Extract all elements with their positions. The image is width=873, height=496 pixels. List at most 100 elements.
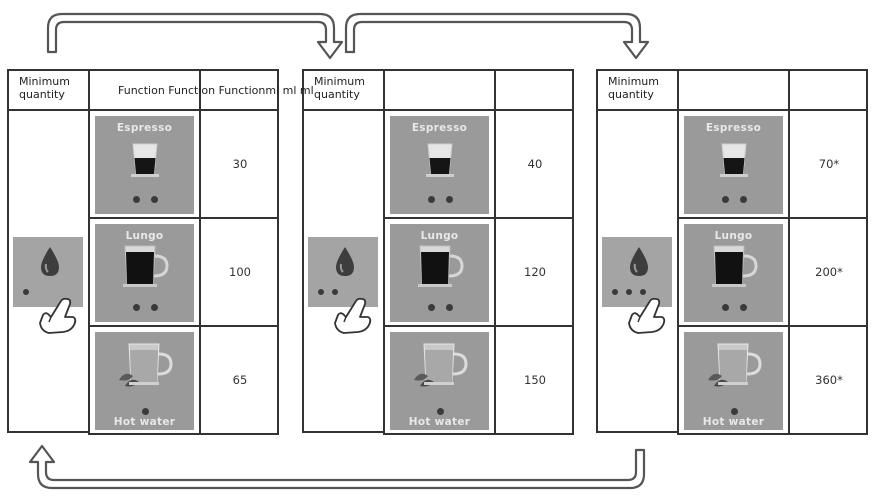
selector-button[interactable] xyxy=(13,237,83,307)
function-cell-hot-water: Hot water xyxy=(677,325,790,435)
espresso-button[interactable]: Espresso xyxy=(390,116,489,214)
quantity-cell-espresso: 40 xyxy=(494,109,574,219)
header-ml-cell xyxy=(494,69,574,111)
lungo-label: Lungo xyxy=(420,230,459,242)
quantity-value-hot-water: 360* xyxy=(815,373,843,387)
header-function-cell xyxy=(383,69,496,111)
min-qty-label-line2: quantity xyxy=(608,88,654,101)
lungo-button[interactable]: Lungo xyxy=(95,224,194,322)
quantity-value-espresso: 70* xyxy=(818,157,840,171)
quantity-cell-lungo: 100 xyxy=(199,217,279,327)
selector-cell xyxy=(596,109,679,433)
strength-dot xyxy=(132,196,140,203)
quantity-cell-hot-water: 65 xyxy=(199,325,279,435)
strength-dot xyxy=(132,304,140,311)
arrow-panel2-to-panel3 xyxy=(344,12,650,60)
min-qty-label-line1: Minimum xyxy=(608,75,659,88)
quantity-cell-espresso: 30 xyxy=(199,109,279,219)
finger-press-icon xyxy=(330,295,374,339)
arrow-panel3-to-panel1 xyxy=(28,444,646,490)
hot-water-button[interactable]: Hot water xyxy=(684,332,783,430)
lungo-label: Lungo xyxy=(714,230,753,242)
water-drop-icon xyxy=(41,247,59,276)
espresso-label: Espresso xyxy=(705,122,762,134)
strength-dot xyxy=(721,196,729,203)
quantity-dot xyxy=(23,289,29,295)
quantity-cell-espresso: 70* xyxy=(788,109,868,219)
water-drop-icon xyxy=(336,247,354,276)
espresso-button[interactable]: Espresso xyxy=(95,116,194,214)
quantity-cell-hot-water: 150 xyxy=(494,325,574,435)
strength-dot xyxy=(739,304,747,311)
function-cell-lungo: Lungo xyxy=(383,217,496,327)
lungo-label: Lungo xyxy=(125,230,164,242)
strength-dot xyxy=(721,304,729,311)
strength-dot xyxy=(445,304,453,311)
selector-button[interactable] xyxy=(602,237,672,307)
quantity-value-lungo: 120 xyxy=(524,265,546,279)
quantity-dot xyxy=(318,289,324,295)
finger-press-icon xyxy=(624,295,668,339)
function-cell-espresso: Espresso xyxy=(677,109,790,219)
header-function-cell xyxy=(677,69,790,111)
strength-dot xyxy=(739,196,747,203)
espresso-label: Espresso xyxy=(116,122,173,134)
quantity-value-hot-water: 65 xyxy=(232,373,248,387)
min-qty-label-line2: quantity xyxy=(19,88,65,101)
quantity-cell-lungo: 200* xyxy=(788,217,868,327)
min-qty-label-line2: quantity xyxy=(314,88,360,101)
hot-water-label: Hot water xyxy=(702,416,765,428)
espresso-cup-icon xyxy=(684,138,783,182)
header-ml-cell xyxy=(788,69,868,111)
lungo-cup-icon xyxy=(390,242,489,292)
quantity-cell-lungo: 120 xyxy=(494,217,574,327)
function-cell-espresso: Espresso xyxy=(383,109,496,219)
hot-water-cup-icon xyxy=(390,340,489,392)
quantity-value-espresso: 40 xyxy=(527,157,543,171)
min-qty-label-line1: Minimum xyxy=(314,75,365,88)
hot-water-label: Hot water xyxy=(408,416,471,428)
function-cell-lungo: Lungo xyxy=(677,217,790,327)
function-cell-hot-water: Hot water xyxy=(383,325,496,435)
quantity-value-espresso: 30 xyxy=(232,157,248,171)
hot-water-button[interactable]: Hot water xyxy=(390,332,489,430)
quantity-dot xyxy=(640,289,646,295)
hot-water-label: Hot water xyxy=(113,416,176,428)
strength-dot xyxy=(445,196,453,203)
lungo-button[interactable]: Lungo xyxy=(390,224,489,322)
quantity-value-lungo: 200* xyxy=(815,265,843,279)
lungo-button[interactable]: Lungo xyxy=(684,224,783,322)
quantity-dot xyxy=(332,289,338,295)
hot-water-cup-icon xyxy=(95,340,194,392)
selector-cell xyxy=(7,109,90,433)
espresso-cup-icon xyxy=(390,138,489,182)
quantity-dot xyxy=(612,289,618,295)
quantity-dot xyxy=(626,289,632,295)
hot-water-button[interactable]: Hot water xyxy=(95,332,194,430)
espresso-button[interactable]: Espresso xyxy=(684,116,783,214)
quantity-value-hot-water: 150 xyxy=(524,373,546,387)
espresso-label: Espresso xyxy=(411,122,468,134)
lungo-cup-icon xyxy=(95,242,194,292)
finger-press-icon xyxy=(35,295,79,339)
function-cell-lungo: Lungo xyxy=(88,217,201,327)
arrow-panel1-to-panel2 xyxy=(46,12,344,60)
strength-dot xyxy=(730,408,738,415)
hot-water-cup-icon xyxy=(684,340,783,392)
function-cell-hot-water: Hot water xyxy=(88,325,201,435)
water-drop-icon xyxy=(630,247,648,276)
selector-button[interactable] xyxy=(308,237,378,307)
lungo-cup-icon xyxy=(684,242,783,292)
selector-cell xyxy=(302,109,385,433)
espresso-cup-icon xyxy=(95,138,194,182)
